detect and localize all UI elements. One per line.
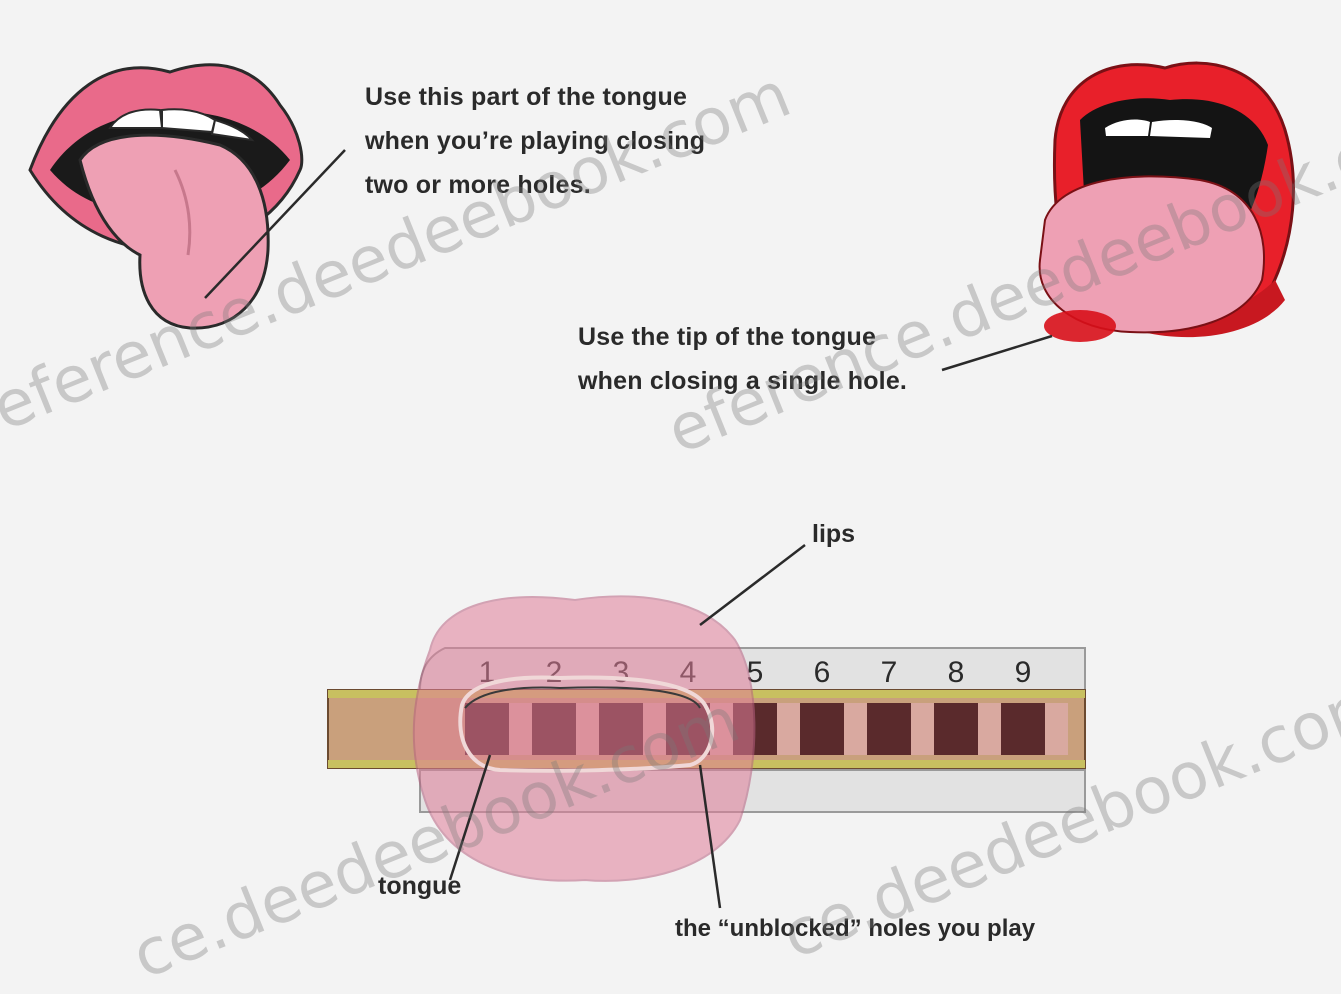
harmonica-hole (934, 703, 978, 755)
hole-number: 8 (948, 656, 965, 689)
lips-label: lips (812, 520, 855, 549)
hole-number: 9 (1015, 656, 1032, 689)
hole-number: 7 (881, 656, 898, 689)
harmonica-hole (867, 703, 911, 755)
hole-divider (844, 703, 867, 755)
hole-divider (777, 703, 800, 755)
hole-divider (911, 703, 934, 755)
lips-pointer (700, 545, 805, 625)
hole-divider (978, 703, 1001, 755)
harmonica-hole (800, 703, 844, 755)
diagram-canvas: 123456789 Use this part of the tongue wh… (0, 0, 1341, 972)
hole-divider (1045, 703, 1068, 755)
harmonica-hole (1001, 703, 1045, 755)
hole-number: 6 (814, 656, 831, 689)
